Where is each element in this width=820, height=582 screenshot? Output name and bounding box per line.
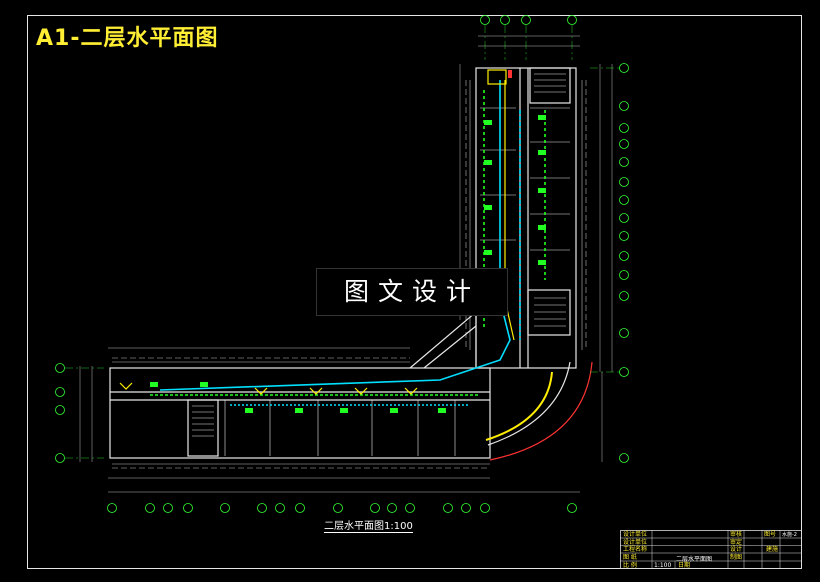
tb-label-1: 设计单位: [623, 531, 648, 538]
watermark: 图文设计: [316, 268, 508, 316]
tb-right-1: 审核: [730, 531, 743, 538]
tb-drawing-name: 二层水平面图: [676, 555, 713, 563]
tb-sheet-label: 图号: [764, 531, 777, 538]
dimension-lines: [79, 35, 613, 493]
tb-date-label: 日期: [678, 561, 691, 569]
tb-label-4: 图 纸: [623, 553, 637, 561]
sheet-title: A1-二层水平面图: [36, 26, 219, 51]
curved-corner: [485, 361, 593, 461]
yellow-fixtures: [119, 69, 507, 395]
axis-lines: [65, 25, 619, 459]
tb-label-2: 设计单位: [623, 538, 648, 546]
drawing-caption: 二层水平面图1:100: [324, 517, 413, 533]
axis-bubbles: [55, 15, 629, 513]
tb-right-2: 审定: [730, 538, 743, 546]
south-wing-windows: [112, 357, 490, 469]
tb-right-3: 设计: [730, 546, 743, 553]
fixture-markers: [150, 115, 546, 413]
tb-scale: 1:100: [654, 561, 672, 569]
title-block-grid: [620, 530, 802, 569]
tb-extra: 建施: [766, 546, 779, 553]
tb-sheet-no: 水施-2: [782, 532, 797, 538]
title-block: 设计单位 设计单位 工程名称 图 纸 比 例 二层水平面图 1:100 日期 审…: [620, 530, 802, 569]
north-wing: [475, 67, 577, 369]
tb-label-5: 比 例: [623, 561, 637, 569]
tb-label-3: 工程名称: [623, 546, 648, 553]
pipe-network: [150, 80, 546, 406]
tb-right-4: 制图: [730, 553, 743, 561]
drawing-frame: [27, 15, 802, 569]
